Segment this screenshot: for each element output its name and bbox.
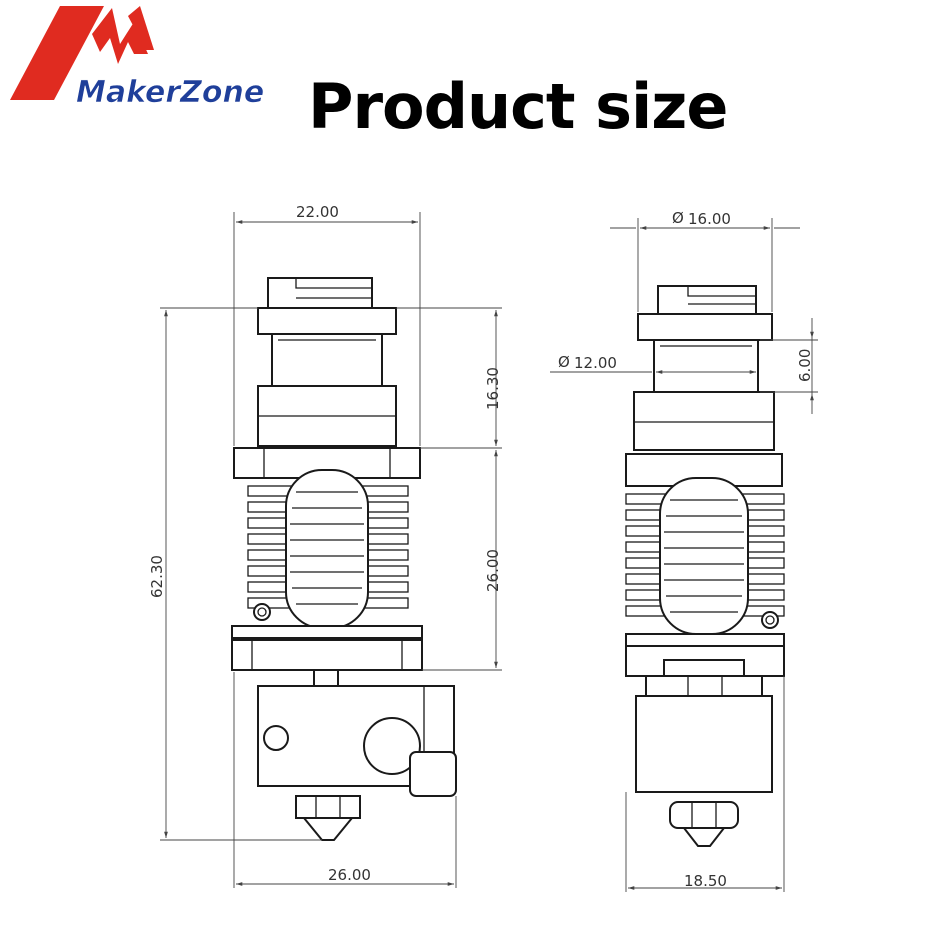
side-view [625,285,785,847]
dim-side-neck-height: 6.00 [796,349,814,382]
dim-side-bottom-width: 18.50 [684,872,727,890]
logo-mark-left [10,6,104,100]
logo-wordmark: MakerZone [76,75,264,110]
dim-side-top-diameter-symbol: Ø [672,209,684,227]
dim-front-upper-height: 16.30 [484,367,502,410]
dim-front-heatsink-height: 26.00 [484,549,502,592]
logo-mark-tail [128,6,154,50]
dim-front-total-height: 62.30 [148,555,166,598]
front-dimensions: 22.00 62.30 16.30 26.00 26.00 [148,203,502,888]
dim-side-neck-diameter: 12.00 [574,354,617,372]
dim-side-top-diameter: 16.00 [688,210,731,228]
side-dimensions: Ø 16.00 Ø 12.00 6.00 18.50 [550,209,818,892]
front-view [231,277,457,841]
dim-side-neck-diameter-symbol: Ø [558,353,570,371]
dim-front-top-width: 22.00 [296,203,339,221]
page-title: Product size [308,70,728,143]
makerzone-logo: MakerZone [10,6,265,110]
dim-front-bottom-width: 26.00 [328,866,371,884]
